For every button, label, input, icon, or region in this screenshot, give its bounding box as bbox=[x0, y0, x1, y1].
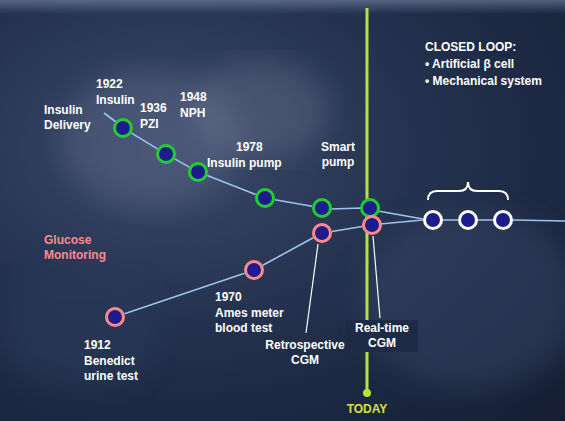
node-label: Ames meter blood test bbox=[215, 306, 293, 336]
timeline-connector bbox=[175, 159, 190, 167]
closed-loop-label: CLOSED LOOP: bbox=[425, 40, 555, 55]
row-label: Insulin Delivery bbox=[44, 103, 106, 133]
node-label: NPH bbox=[180, 106, 216, 121]
timeline-node: 1912Benedict urine test bbox=[105, 307, 125, 327]
leader-lines bbox=[306, 236, 380, 333]
node-label: Benedict urine test bbox=[84, 354, 150, 384]
today-label: TODAY bbox=[344, 402, 390, 417]
node-label: 1978 bbox=[236, 140, 276, 155]
timeline-connector bbox=[332, 227, 362, 232]
node-label: PZI bbox=[140, 117, 176, 132]
node-label: Smart pump bbox=[315, 140, 361, 170]
timeline-node: 1948NPH bbox=[188, 162, 208, 182]
node-label: Real-time CGM bbox=[346, 320, 418, 352]
node-label: 1922 bbox=[96, 77, 136, 92]
timeline-node: 1978Insulin pump bbox=[255, 188, 275, 208]
node-label: Retrospective CGM bbox=[256, 338, 354, 368]
timeline-node: 1936PZI bbox=[156, 144, 176, 164]
timeline-connector bbox=[263, 238, 313, 265]
timeline-dot bbox=[362, 200, 379, 217]
closed-loop-label: • Mechanical system bbox=[425, 74, 561, 89]
closed-loop-dots bbox=[425, 212, 512, 229]
timeline-node: Retrospective CGM bbox=[312, 223, 332, 243]
bracket bbox=[428, 182, 508, 200]
timeline-connector bbox=[275, 200, 312, 207]
node-label: 1912 bbox=[84, 338, 124, 353]
timeline-node: Smart pump bbox=[312, 198, 332, 218]
node-label: Insulin pump bbox=[207, 156, 307, 171]
timeline-connector bbox=[207, 176, 255, 195]
node-label: 1948 bbox=[180, 90, 216, 105]
closed-loop-label: • Artificial β cell bbox=[425, 57, 555, 72]
node-label: 1936 bbox=[140, 101, 176, 116]
timeline-curve bbox=[104, 113, 565, 224]
today-dot bbox=[363, 389, 371, 397]
node-label: 1970 bbox=[215, 290, 255, 305]
timeline-node: Real-time CGM bbox=[362, 215, 382, 235]
timeline-connector bbox=[132, 133, 158, 149]
row-label: Glucose Monitoring bbox=[44, 233, 124, 263]
timeline-node: 1970Ames meter blood test bbox=[244, 260, 264, 280]
timeline-node: 1922Insulin bbox=[113, 118, 133, 138]
